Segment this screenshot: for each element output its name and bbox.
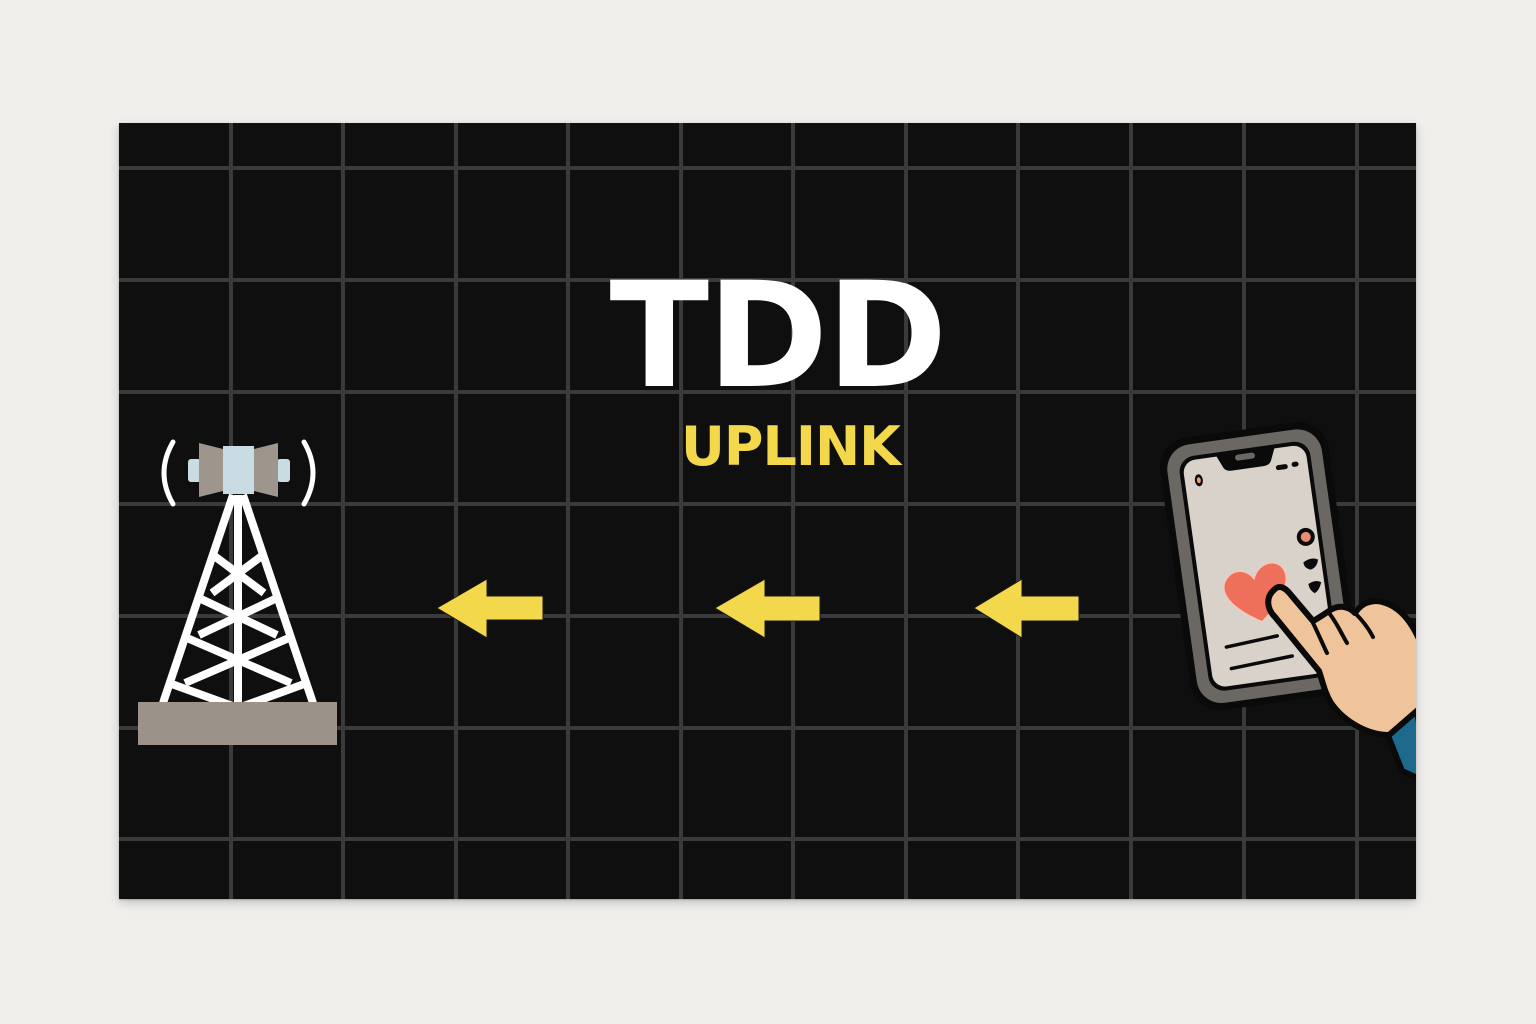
diagram-title: TDD [609, 251, 948, 421]
diagram-panel: TDD UPLINK [119, 123, 1416, 899]
mobile-phone-icon [1159, 422, 1416, 781]
grid-background [119, 123, 1416, 899]
diagram-artwork [138, 422, 1416, 781]
uplink-arrow-3-icon [973, 578, 1080, 639]
pointing-hand-icon [1265, 584, 1416, 781]
speaker-slot [1235, 452, 1255, 461]
tower-base [138, 702, 337, 745]
uplink-arrow-2-icon [714, 578, 821, 639]
cell-tower-icon [138, 439, 337, 745]
signal-wave-right-icon [301, 439, 316, 507]
uplink-label: UPLINK [681, 415, 901, 478]
tower-lattice [159, 493, 317, 712]
uplink-arrow-1-icon [436, 578, 544, 639]
antenna-icon [188, 443, 290, 497]
signal-wave-left-icon [161, 439, 176, 507]
